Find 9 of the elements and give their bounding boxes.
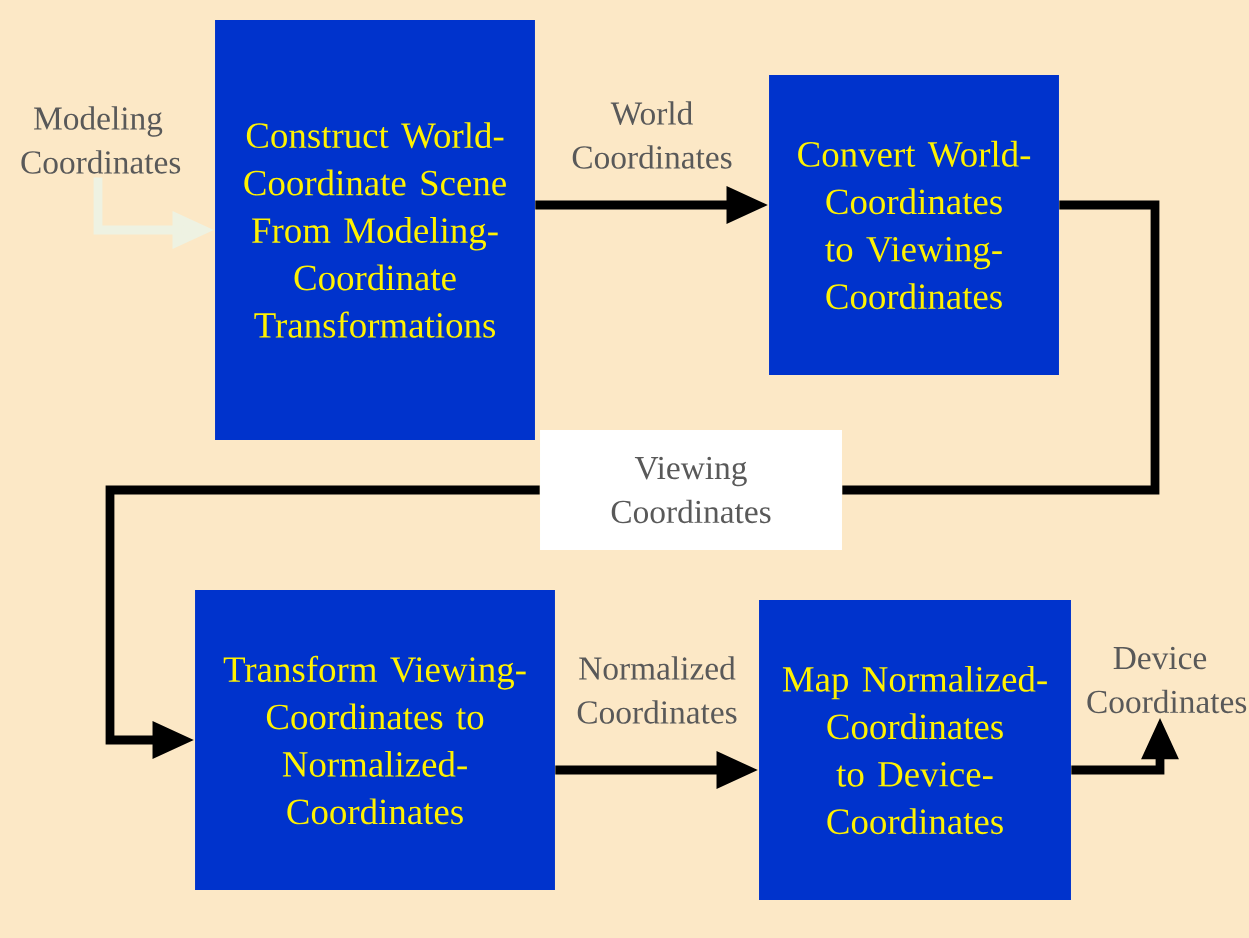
process-box: Transform Viewing-Coordinates to Normalized-Coordinates bbox=[195, 590, 555, 890]
process-box: Map Normalized-Coordinates to Device-Coordinates bbox=[759, 600, 1071, 900]
label-box: Viewing Coordinates bbox=[540, 430, 842, 550]
edge-label: World Coordinates bbox=[572, 101, 732, 169]
process-box: Construct World-Coordinate Scene From Modeling-Coordinate Transformations bbox=[215, 20, 535, 440]
coordinate-label: Device Coordinates bbox=[1087, 646, 1247, 714]
edge-label: Normalized Coordinates bbox=[577, 656, 737, 724]
coordinate-label: Modeling Coordinates bbox=[21, 106, 181, 174]
process-box: Convert World-Coordinates to Viewing-Coordinates bbox=[769, 75, 1059, 375]
